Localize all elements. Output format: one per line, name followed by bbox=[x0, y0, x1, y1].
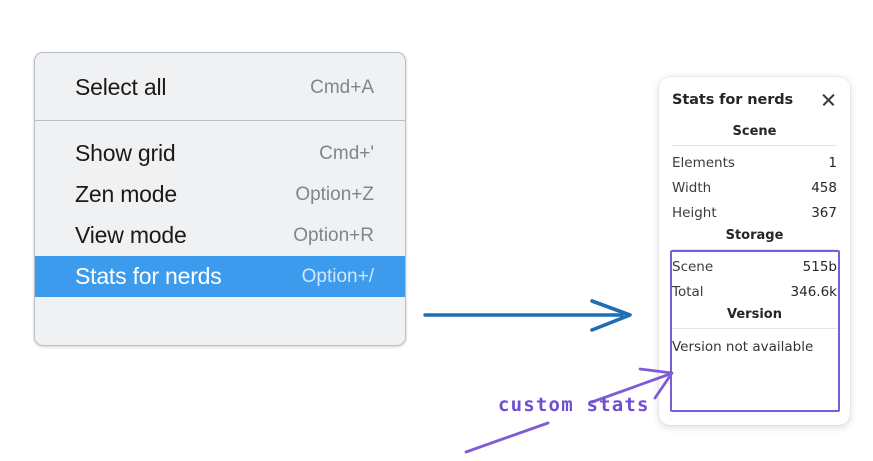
menu-bottom-padding bbox=[35, 297, 405, 312]
menu-item-stats-for-nerds[interactable]: Stats for nerds Option+/ bbox=[35, 256, 405, 297]
purple-underline-stroke bbox=[464, 421, 550, 454]
section-rule bbox=[672, 328, 837, 329]
annotation-label-custom-stats: custom stats bbox=[498, 394, 650, 416]
menu-item-shortcut: Option+R bbox=[293, 224, 374, 246]
stat-row-height: Height 367 bbox=[670, 200, 839, 225]
stat-row-storage-scene: Scene 515b bbox=[670, 254, 839, 279]
menu-item-label: Select all bbox=[75, 74, 167, 100]
menu-group-bottom: Show grid Cmd+' Zen mode Option+Z View m… bbox=[35, 121, 405, 312]
section-heading-storage: Storage bbox=[725, 228, 784, 243]
menu-item-label: View mode bbox=[75, 222, 187, 248]
version-value: Version not available bbox=[672, 339, 814, 355]
canvas-context-menu[interactable]: Select all Cmd+A Show grid Cmd+' Zen mod… bbox=[34, 52, 406, 346]
stat-row-width: Width 458 bbox=[670, 175, 839, 200]
menu-item-select-all[interactable]: Select all Cmd+A bbox=[35, 67, 405, 108]
menu-item-shortcut: Cmd+A bbox=[310, 76, 374, 98]
stat-value: 458 bbox=[811, 179, 837, 196]
menu-item-shortcut: Option+/ bbox=[301, 265, 374, 287]
menu-item-zen-mode[interactable]: Zen mode Option+Z bbox=[35, 174, 405, 215]
panel-title: Stats for nerds bbox=[672, 91, 794, 108]
stat-value: 515b bbox=[802, 258, 837, 275]
menu-group-top: Select all Cmd+A bbox=[35, 53, 405, 120]
menu-item-show-grid[interactable]: Show grid Cmd+' bbox=[35, 133, 405, 174]
stats-for-nerds-panel[interactable]: Stats for nerds Scene Elements 1 Width 4… bbox=[659, 77, 850, 425]
stat-key: Height bbox=[672, 204, 717, 221]
close-icon[interactable] bbox=[820, 91, 837, 108]
stat-key: Elements bbox=[672, 154, 735, 171]
menu-item-label: Stats for nerds bbox=[75, 263, 222, 289]
stat-row-elements: Elements 1 bbox=[670, 150, 839, 175]
panel-header: Stats for nerds bbox=[670, 91, 839, 108]
section-heading-version: Version bbox=[727, 307, 782, 322]
section-rule bbox=[672, 145, 837, 146]
menu-item-view-mode[interactable]: View mode Option+R bbox=[35, 215, 405, 256]
stat-key: Scene bbox=[672, 258, 714, 275]
blue-arrow bbox=[423, 299, 632, 332]
stat-key: Width bbox=[672, 179, 712, 196]
menu-item-shortcut: Option+Z bbox=[295, 183, 374, 205]
menu-divider bbox=[35, 120, 405, 121]
stat-row-storage-total: Total 346.6k bbox=[670, 279, 839, 304]
menu-item-label: Show grid bbox=[75, 140, 176, 166]
stat-key: Total bbox=[672, 283, 704, 300]
menu-item-shortcut: Cmd+' bbox=[319, 142, 374, 164]
stat-value: 367 bbox=[811, 204, 837, 221]
section-rule bbox=[672, 249, 837, 250]
stat-value: 1 bbox=[828, 154, 837, 171]
section-heading-scene: Scene bbox=[732, 124, 777, 139]
stat-value: 346.6k bbox=[790, 283, 837, 300]
menu-item-label: Zen mode bbox=[75, 181, 177, 207]
